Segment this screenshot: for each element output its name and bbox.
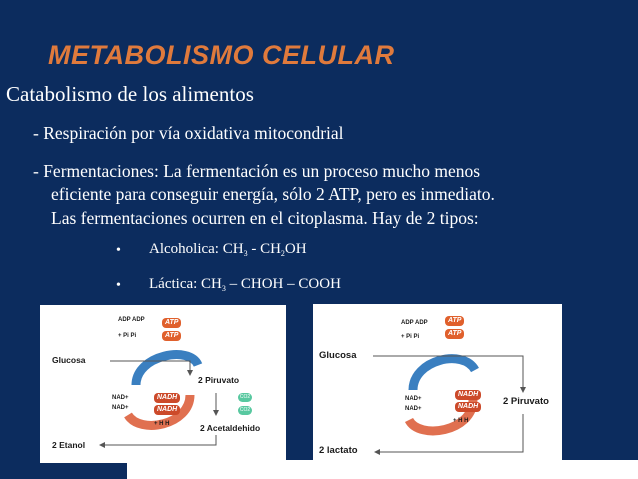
nadh-arrow [124,394,195,430]
piruvato-label: 2 Piruvato [503,396,549,407]
nad-label: NAD+ [405,406,422,412]
slide-title: METABOLISMO CELULAR [48,40,395,70]
bullet-alcoholica-prefix: Alcoholica: CH [149,241,244,257]
co2-bubble: CO2 [238,393,252,402]
co2-bubble: CO2 [238,406,252,415]
atp-badge: ATP [445,316,465,326]
diagram-fermentacion-lactica: ADP ADP + Pi Pi ATP ATP Glucosa 2 Piruva… [313,304,562,462]
atp-badge: ATP [162,318,182,328]
nad-label: NAD+ [112,405,129,411]
piruvato-label: 2 Piruvato [198,375,240,385]
atp-arrow [131,350,203,386]
text-line-fermentaciones: - Fermentaciones: La fermentación es un … [33,161,481,181]
etanol-label: 2 Etanol [52,440,86,450]
h-label: + H H [154,421,170,427]
atp-badge: ATP [162,331,182,341]
glucosa-label: Glucosa [319,350,357,361]
bullet-lactica-prefix: Láctica: CH [149,276,222,292]
diagram-arrows [373,354,526,455]
nad-label: NAD+ [112,395,129,401]
acetaldehido-label: 2 Acetaldehido [200,423,261,433]
bullet-alcoholica-mid: - CH [247,241,281,257]
lactato-label: 2 lactato [319,445,358,456]
atp-badge: ATP [445,329,465,339]
bullet-lactica: Láctica: CH3 – CHOH – COOH [149,276,341,293]
atp-arrow [408,354,479,391]
footer-bar [127,460,638,479]
diagram-arrows [99,350,219,448]
nadh-badge: NADH [154,393,181,403]
bullet-lactica-suffix: – CHOH – COOH [225,276,341,292]
subscript: 2 [280,249,285,258]
return-arrow [374,414,524,455]
adp-label: ADP ADP [401,320,428,326]
text-line-respiracion: - Respiración por vía oxidativa mitocond… [33,123,344,143]
text-line-eficiente: eficiente para conseguir energía, sólo 2… [51,184,495,204]
nadh-badge: NADH [455,402,482,412]
nadh-badge: NADH [455,390,482,400]
glycolysis-arrow [110,360,193,376]
glycolysis-arrow [373,355,526,393]
bullet-dot: • [116,243,121,258]
subscript: 3 [243,249,248,258]
text-line-citoplasma: Las fermentaciones ocurren en el citopla… [51,208,479,228]
h-label: + H H [453,418,469,424]
slide-subtitle: Catabolismo de los alimentos [6,82,254,106]
subscript: 3 [221,284,226,293]
diagram-fermentacion-alcoholica: ADP ADP + Pi Pi ATP ATP Glucosa 2 Piruva… [40,305,286,463]
nadh-badge: NADH [154,405,181,415]
bullet-dot: • [116,278,121,293]
pi-label: + Pi Pi [401,334,420,340]
pi-label: + Pi Pi [118,333,137,339]
bullet-alcoholica: Alcoholica: CH3 - CH2OH [149,241,307,258]
glucosa-label: Glucosa [52,355,86,365]
bullet-alcoholica-suffix: OH [284,241,307,257]
nad-label: NAD+ [405,396,422,402]
return-arrow [99,435,217,448]
adp-label: ADP ADP [118,317,145,323]
